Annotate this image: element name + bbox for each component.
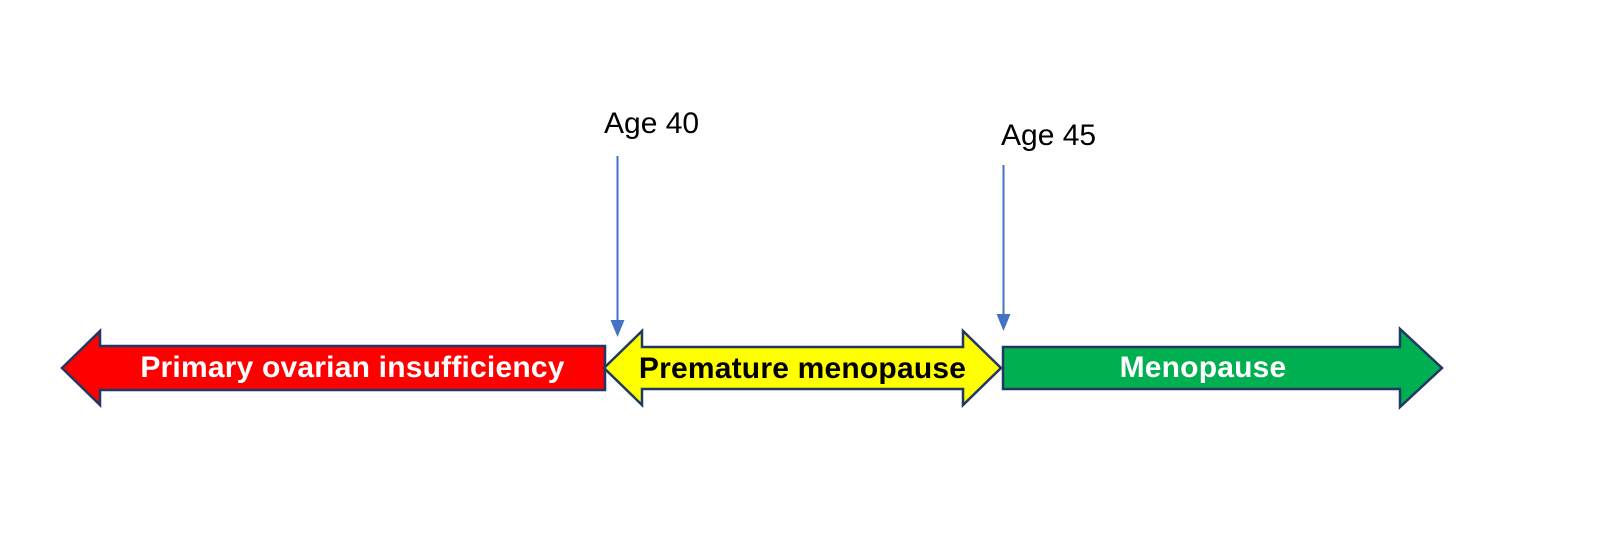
age-40-pointer-arrow	[610, 156, 625, 337]
age-45-annotation: Age 45	[1001, 119, 1097, 152]
age-40-pointer-arrowhead-icon	[610, 320, 625, 337]
age-45-pointer-arrowhead-icon	[996, 314, 1011, 331]
age-40-annotation: Age 40	[604, 107, 700, 140]
age-45-pointer-arrow	[996, 165, 1011, 331]
menopause-arrow-shape	[1001, 326, 1444, 410]
primary-ovarian-insufficiency-arrow-shape	[60, 328, 607, 408]
premature-menopause-arrow-shape	[602, 328, 1003, 408]
